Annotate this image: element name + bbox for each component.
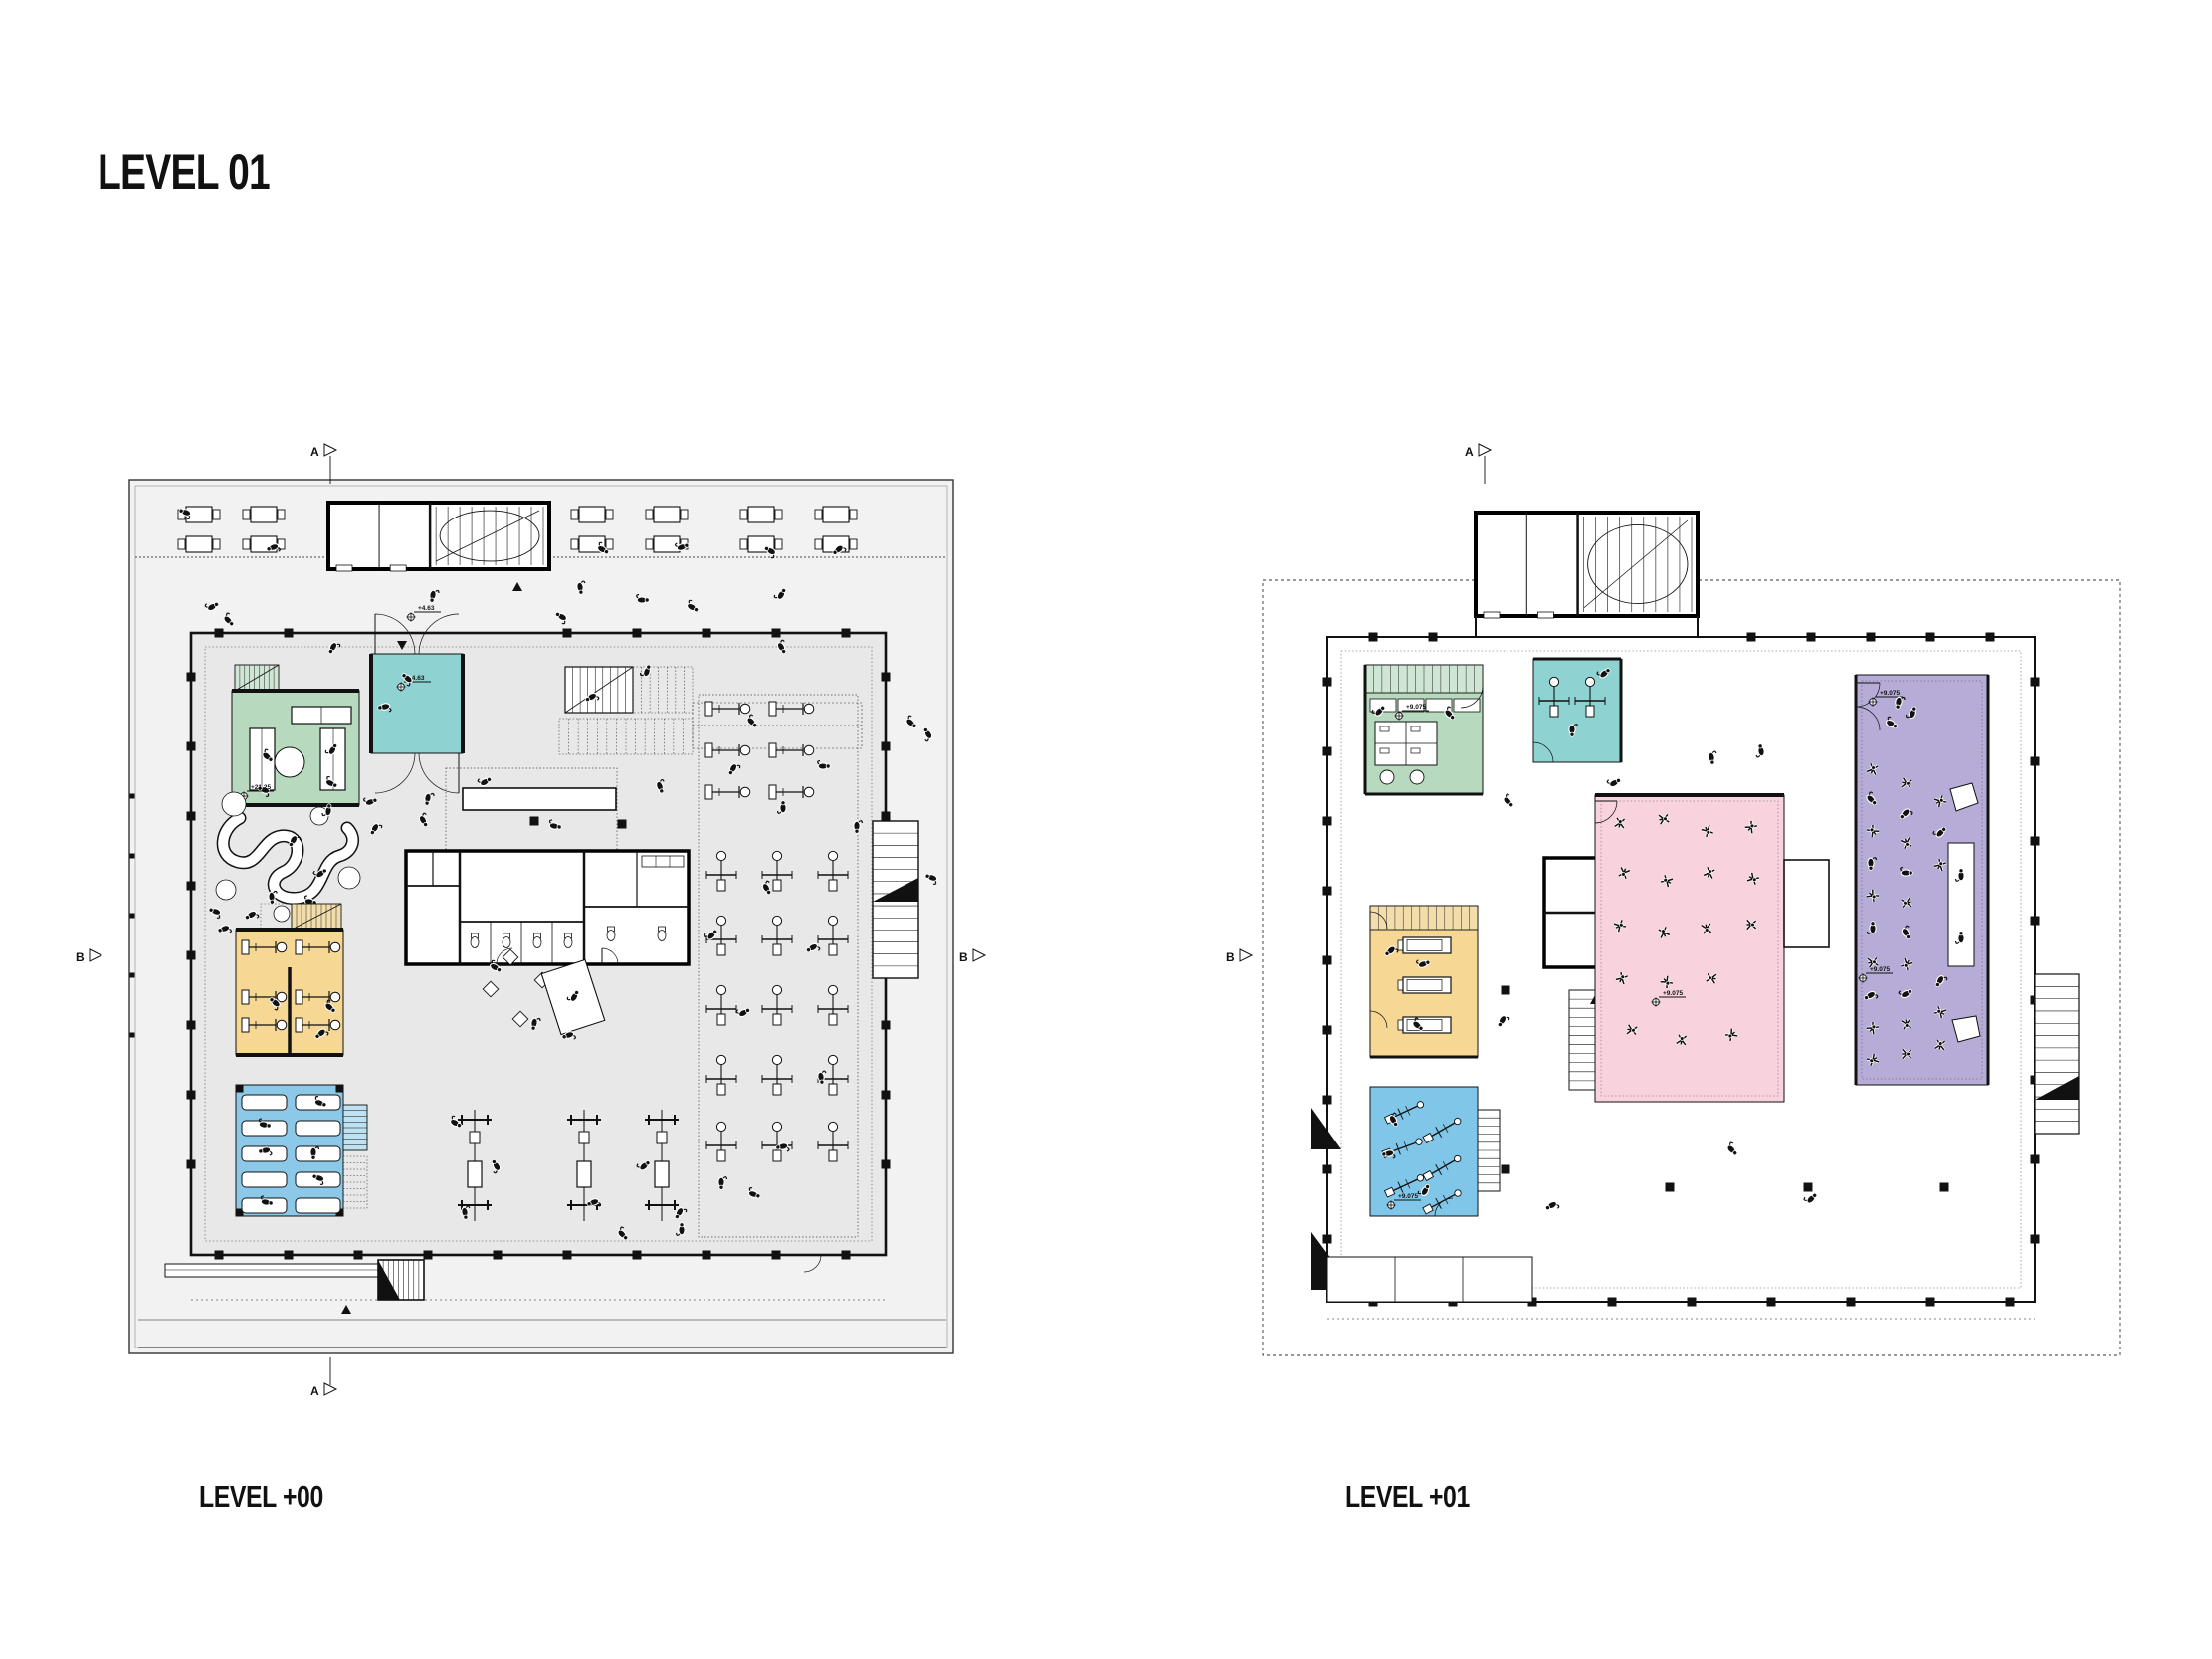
svg-text:+9.075: +9.075 — [1870, 966, 1890, 973]
svg-text:A: A — [310, 1384, 319, 1398]
plan-caption-level-00: LEVEL +00 — [199, 1479, 323, 1514]
section-marker-b: B — [1224, 947, 1270, 1008]
section-marker-b: B — [957, 947, 1003, 1008]
svg-text:+9.075: +9.075 — [1880, 690, 1900, 697]
svg-text:+9.075: +9.075 — [1663, 990, 1683, 997]
dance-studio-01 — [1594, 794, 1785, 1103]
storage-room-01 — [1783, 859, 1830, 948]
page-title: LEVEL 01 — [98, 144, 271, 200]
level-01-plan: +9.075 +9.075 +9.075 +9.075 +9.075 — [1254, 503, 2129, 1358]
svg-text:+4.63: +4.63 — [408, 675, 425, 682]
svg-text:A: A — [310, 445, 319, 459]
svg-text:+9.075: +9.075 — [1406, 704, 1426, 711]
machine-hall-00 — [698, 694, 859, 1238]
plan-caption-level-01: LEVEL +01 — [1345, 1479, 1470, 1514]
section-marker-a: A — [308, 1346, 354, 1406]
svg-text:B: B — [1226, 950, 1235, 964]
section-marker-b: B — [74, 947, 119, 1008]
section-marker-a: A — [1463, 442, 1508, 503]
svg-text:+21.25: +21.25 — [251, 784, 271, 791]
level-00-plan: +21.25 +4.63 +4.63 — [124, 468, 960, 1363]
svg-text:A: A — [1465, 445, 1474, 459]
svg-text:B: B — [959, 950, 968, 964]
svg-text:+9.075: +9.075 — [1398, 1193, 1418, 1200]
reception-desk — [462, 787, 617, 811]
section-marker-a: A — [308, 442, 354, 503]
svg-text:B: B — [76, 950, 85, 964]
svg-text:+4.63: +4.63 — [418, 605, 435, 612]
wc-core-00 — [404, 849, 691, 966]
